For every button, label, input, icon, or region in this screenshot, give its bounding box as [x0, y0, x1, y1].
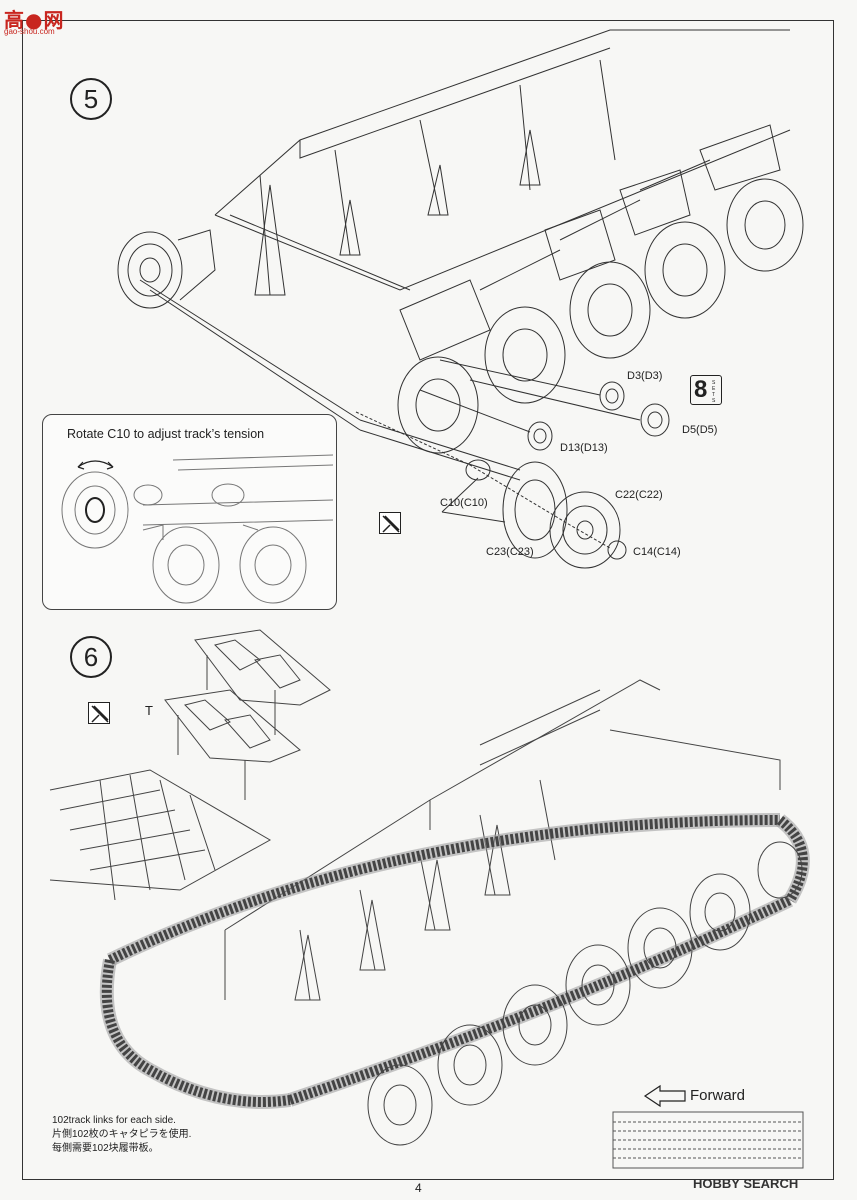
part-label-c23: C23(C23) [486, 546, 534, 558]
part-label-c22: C22(C22) [615, 489, 663, 501]
part-label-d13: D13(D13) [560, 442, 608, 454]
part-label-d5: D5(D5) [682, 424, 718, 436]
cut-part-icon [379, 512, 401, 534]
page-border [22, 20, 834, 1180]
inset-title: Rotate C10 to adjust track’s tension [67, 427, 265, 441]
step-6-number: 6 [70, 636, 112, 678]
step-5-number: 5 [70, 78, 112, 120]
site-logo: 高●网 gao-shou.com [4, 8, 65, 36]
part-label-c14: C14(C14) [633, 546, 681, 558]
quantity-badge: 8 SETS [690, 375, 722, 405]
cut-part-icon-2 [88, 702, 110, 724]
forward-label: Forward [690, 1087, 746, 1104]
track-tension-inset: Rotate C10 to adjust track’s tension [42, 414, 337, 610]
track-link-notes: 102track links for each side. 片側102枚のキャタ… [52, 1115, 192, 1154]
part-label-d3: D3(D3) [627, 370, 663, 382]
part-label-c10: C10(C10) [440, 497, 488, 509]
part-label-t: T [145, 703, 153, 718]
page-number: 4 [415, 1181, 422, 1195]
hobbysearch-watermark: HOBBY SEARCH [693, 1176, 799, 1191]
